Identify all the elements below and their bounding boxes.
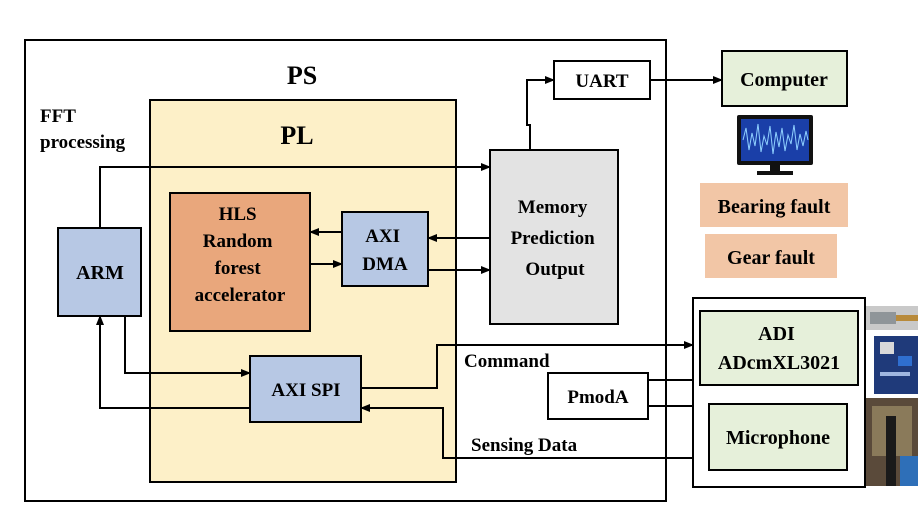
command-label: Command [464, 351, 550, 372]
gear-fault-label: Gear fault [727, 247, 815, 269]
circuit-board-photo [874, 336, 918, 394]
pl-label: PL [280, 121, 313, 150]
axi-dma-block [341, 211, 429, 287]
microphone-label: Microphone [726, 427, 830, 449]
connection-wires [96, 76, 723, 459]
monitor-icon [737, 115, 813, 175]
axi-dma-label: AXI DMA [362, 226, 408, 275]
microphone-photo [866, 398, 918, 486]
fft-processing-label: FFT processing [40, 106, 126, 153]
bearing-fault-label: Bearing fault [718, 196, 831, 218]
uart-label: UART [575, 71, 628, 92]
hls-accelerator-label: HLS Random forest accelerator [195, 204, 286, 306]
axi-spi-block [249, 355, 362, 423]
pmoda-block [547, 372, 649, 420]
sensor-board-photo [866, 306, 918, 330]
memory-prediction-output-label: Memory Prediction Output [511, 197, 600, 280]
computer-label: Computer [740, 69, 828, 91]
memory-prediction-output-block [489, 149, 619, 325]
axi-spi-label: AXI SPI [271, 380, 340, 401]
hardware-photo-strip [866, 306, 918, 486]
gear-fault-tag [705, 234, 837, 278]
microphone-block [708, 403, 848, 471]
arm-block [57, 227, 142, 317]
arm-label: ARM [76, 262, 124, 284]
sensing-data-label: Sensing Data [471, 435, 578, 456]
ps-label: PS [287, 61, 317, 90]
pmoda-label: PmodA [567, 387, 629, 408]
bearing-fault-tag [700, 183, 848, 227]
hls-accelerator-block [169, 192, 311, 332]
adi-sensor-block [699, 310, 859, 386]
adi-sensor-label: ADI ADcmXL3021 [718, 323, 840, 374]
